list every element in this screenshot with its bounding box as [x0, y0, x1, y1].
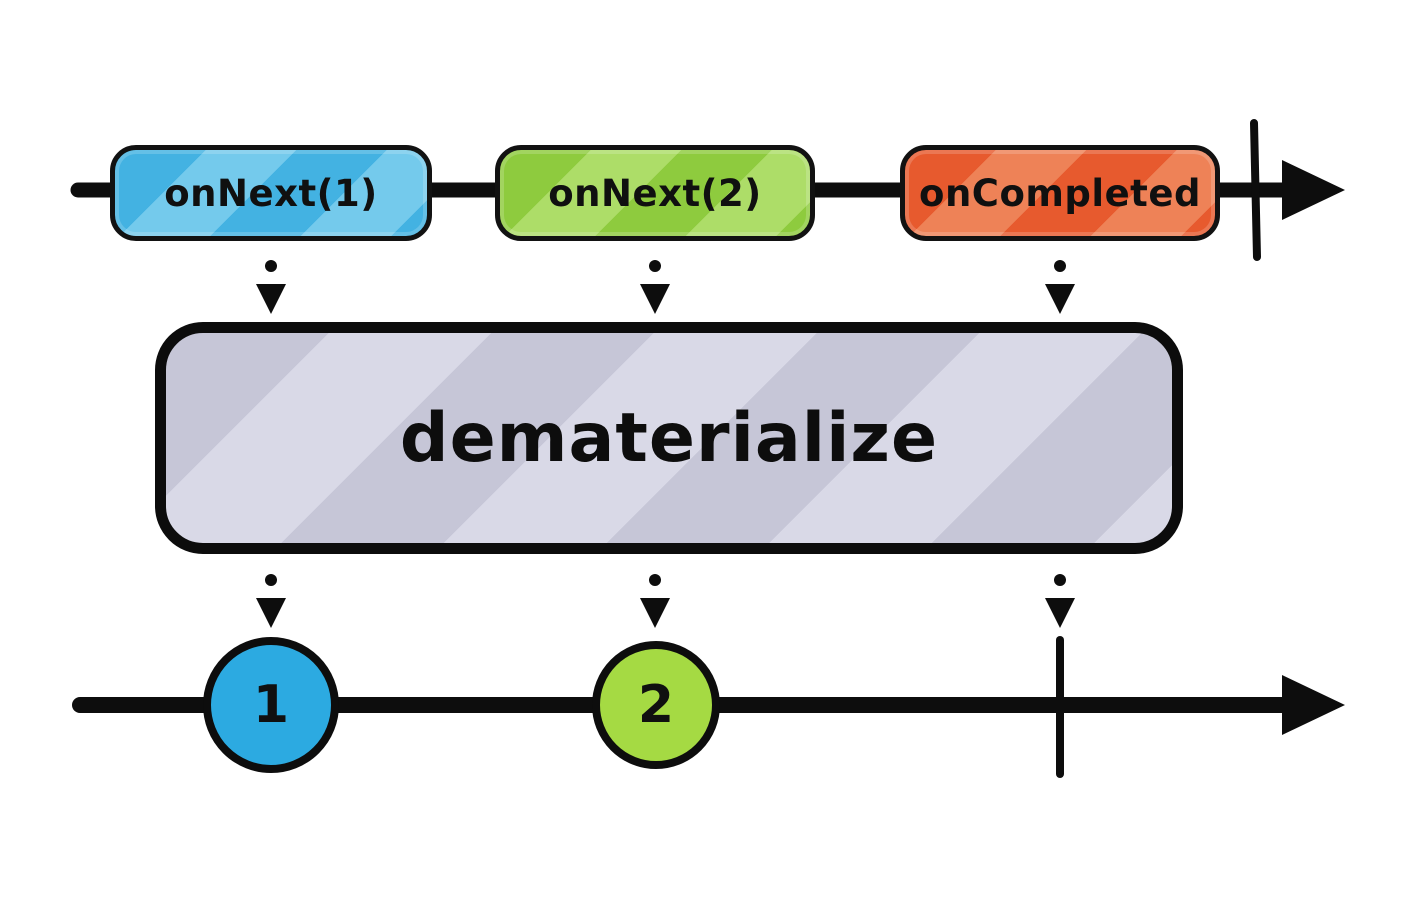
arrow-head: [256, 284, 286, 314]
marble-label-1: 1: [252, 675, 290, 735]
event-label-onnext-1: onNext(1): [164, 171, 378, 215]
arrow-head: [256, 598, 286, 628]
source-complete-tick: [1250, 119, 1261, 261]
arrow-head: [640, 598, 670, 628]
down-arrow-source-1-icon: [256, 260, 286, 314]
down-arrow-output-1-icon: [256, 574, 286, 628]
arrow-dot: [1054, 260, 1066, 272]
down-arrow-source-3-icon: [1045, 260, 1075, 314]
down-arrow-output-2-icon: [640, 574, 670, 628]
arrow-head: [1045, 284, 1075, 314]
arrow-head: [640, 284, 670, 314]
operator-label: dematerialize: [399, 398, 939, 478]
arrow-dot: [265, 574, 277, 586]
event-box-onnext-2: onNext(2): [495, 145, 815, 241]
arrow-head: [1045, 598, 1075, 628]
arrow-dot: [649, 574, 661, 586]
event-box-oncompleted: onCompleted: [900, 145, 1220, 241]
down-arrow-source-2-icon: [640, 260, 670, 314]
source-timeline-arrowhead-icon: [1282, 160, 1345, 220]
arrow-dot: [265, 260, 277, 272]
event-box-onnext-1: onNext(1): [110, 145, 432, 241]
down-arrow-output-3-icon: [1045, 574, 1075, 628]
arrow-dot: [649, 260, 661, 272]
output-timeline-arrowhead-icon: [1282, 675, 1345, 735]
marble-label-2: 2: [637, 675, 675, 735]
event-label-oncompleted: onCompleted: [919, 171, 1201, 215]
operator-box: dematerialize: [155, 322, 1183, 554]
event-label-onnext-2: onNext(2): [548, 171, 762, 215]
output-marble-2: 2: [592, 641, 720, 769]
arrow-dot: [1054, 574, 1066, 586]
output-marble-1: 1: [203, 637, 339, 773]
